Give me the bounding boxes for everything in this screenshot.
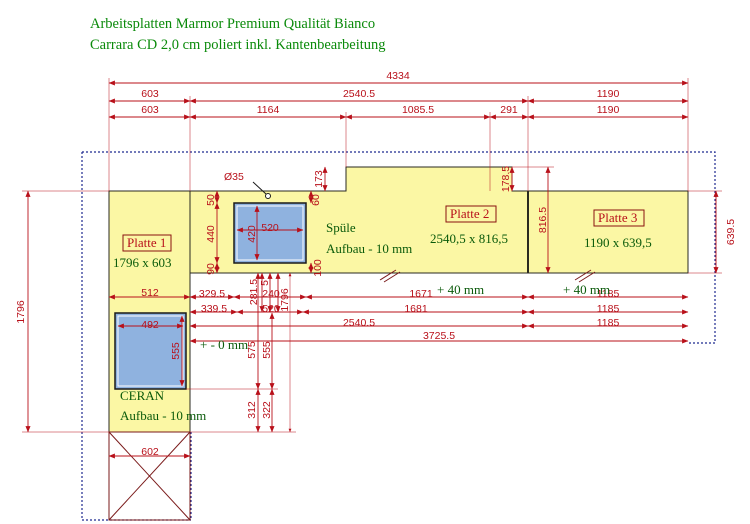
dim-r1-a: 329.5 xyxy=(199,288,225,300)
dim-r1-b: 240 xyxy=(262,288,280,300)
dim-ceran-555: 555 xyxy=(170,342,182,360)
sink-label: Spüle xyxy=(326,220,356,235)
dim-row2-c: 1190 xyxy=(597,88,620,100)
ceran-offset: + - 0 mm xyxy=(200,337,248,352)
dim-bottom-602: 602 xyxy=(141,446,159,458)
dim-total: 4334 xyxy=(386,70,410,82)
dim-312: 312 xyxy=(246,401,258,419)
drawing-title: Arbeitsplatten Marmor Premium Qualität B… xyxy=(90,14,386,56)
dim-322: 322 xyxy=(261,401,273,419)
dim-r1-d: 1185 xyxy=(597,288,620,300)
dim-sink-100: 100 xyxy=(312,259,324,277)
lower-cabinet xyxy=(108,431,191,521)
plate-2-size: 2540,5 x 816,5 xyxy=(430,231,508,246)
dim-left-total: 1796 xyxy=(15,300,27,324)
plate-2-name: Platte 2 xyxy=(450,206,489,221)
plate-1 xyxy=(108,190,191,433)
sink-cutout xyxy=(233,202,307,264)
dim-row3-c: 1085.5 xyxy=(402,104,434,116)
dim-5: 5 xyxy=(259,280,271,286)
dim-sink-440: 440 xyxy=(205,225,217,243)
sink-mount: Aufbau - 10 mm xyxy=(326,241,412,256)
ceran-mount: Aufbau - 10 mm xyxy=(120,408,206,423)
plate-1-name: Platte 1 xyxy=(127,235,166,250)
plate-1-size: 1796 x 603 xyxy=(113,255,172,270)
dim-555b: 555 xyxy=(261,341,273,359)
dim-p2-8165: 816.5 xyxy=(537,207,549,233)
dim-sink-50: 50 xyxy=(205,194,217,206)
dim-sink-520: 520 xyxy=(261,222,279,234)
dim-r3-b: 1185 xyxy=(597,317,620,329)
dim-row2-b: 2540.5 xyxy=(343,88,375,100)
dim-sink-90: 90 xyxy=(205,263,217,275)
note-plus40-a: + 40 mm xyxy=(437,282,484,297)
dim-ceran-492: 492 xyxy=(141,319,159,331)
dim-173: 173 xyxy=(313,170,325,188)
plate-3 xyxy=(527,190,689,274)
dim-r3-a: 2540.5 xyxy=(343,317,375,329)
tap-label: Ø35 xyxy=(224,171,244,183)
plate-3-size: 1190 x 639,5 xyxy=(584,235,652,250)
dim-r1-c: 1671 xyxy=(409,288,433,300)
plate-3-name: Platte 3 xyxy=(598,210,637,225)
dim-r2-a: 339.5 xyxy=(201,303,227,315)
dim-sink-60: 60 xyxy=(310,194,322,206)
dim-r2-d: 1185 xyxy=(597,303,620,315)
dim-row3-d: 291 xyxy=(500,104,518,116)
dim-1785: 178.5 xyxy=(500,166,512,192)
title-line-1: Arbeitsplatten Marmor Premium Qualität B… xyxy=(90,16,376,32)
dim-row3-a: 603 xyxy=(141,104,159,116)
title-line-2: Carrara CD 2,0 cm poliert inkl. Kantenbe… xyxy=(90,37,386,53)
dim-r2-b: 520 xyxy=(262,303,280,315)
dim-575: 575 xyxy=(246,341,258,359)
dim-r2-c: 1681 xyxy=(404,303,428,315)
dim-r4-a: 3725.5 xyxy=(423,330,455,342)
dim-ceran-512: 512 xyxy=(141,287,159,299)
dim-right-6395: 639.5 xyxy=(725,219,737,245)
dim-row3-b: 1164 xyxy=(257,104,280,116)
tap-hole xyxy=(265,193,271,199)
dim-row3-e: 1190 xyxy=(597,104,620,116)
dim-1796b: 1796 xyxy=(279,288,291,312)
dim-2815: 281.5 xyxy=(248,279,260,305)
dim-sink-420: 420 xyxy=(246,225,258,243)
ceran-label: CERAN xyxy=(120,388,165,403)
dim-row2-a: 603 xyxy=(141,88,159,100)
note-plus40-b: + 40 mm xyxy=(563,282,610,297)
